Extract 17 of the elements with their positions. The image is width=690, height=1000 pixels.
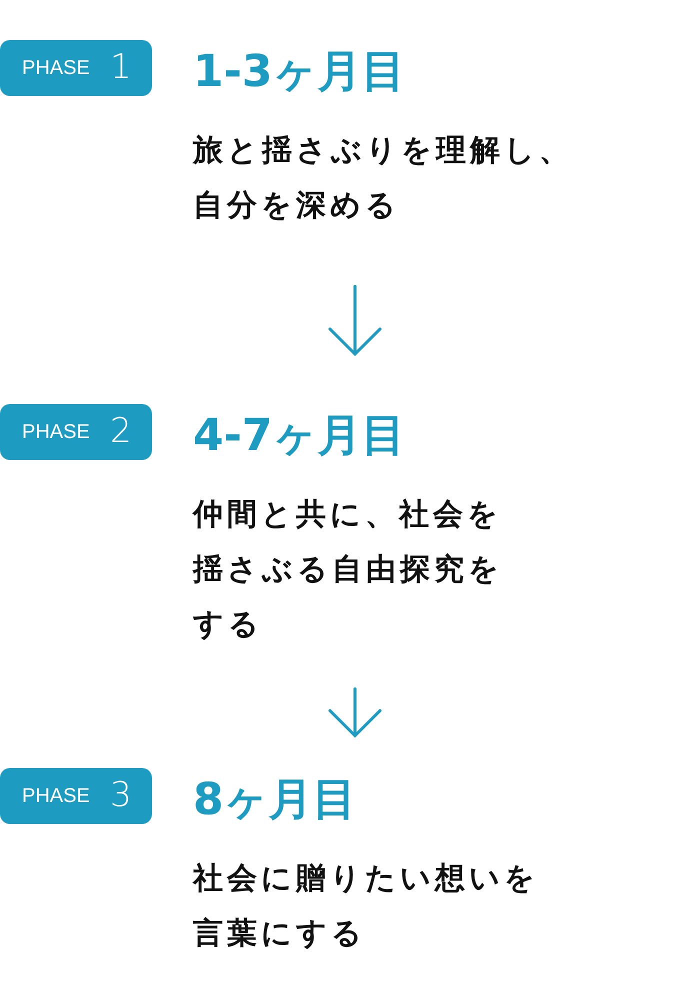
phase-badge — [0, 768, 152, 824]
description-text: 社会に贈りたい想いを言葉にする — [193, 860, 540, 953]
down-arrow — [328, 687, 382, 738]
down-arrow — [328, 284, 382, 356]
phase-number: 3 — [110, 776, 132, 814]
period-heading: 4-7ヶ月目 — [193, 411, 406, 461]
phase-label: PHASE — [22, 785, 90, 807]
phase-label: PHASE — [22, 421, 90, 443]
phase-number: 2 — [110, 412, 132, 450]
phase-number: 1 — [110, 48, 132, 86]
period-heading: 8ヶ月目 — [193, 775, 357, 825]
description-text: 旅と揺さぶりを理解し、自分を深める — [193, 132, 574, 225]
period-heading: 1-3ヶ月目 — [193, 47, 406, 97]
description-text: 仲間と共に、社会を揺さぶる自由探究をする — [193, 496, 504, 644]
phase-badge — [0, 40, 152, 96]
phase-badge — [0, 404, 152, 460]
phase-label: PHASE — [22, 57, 90, 79]
